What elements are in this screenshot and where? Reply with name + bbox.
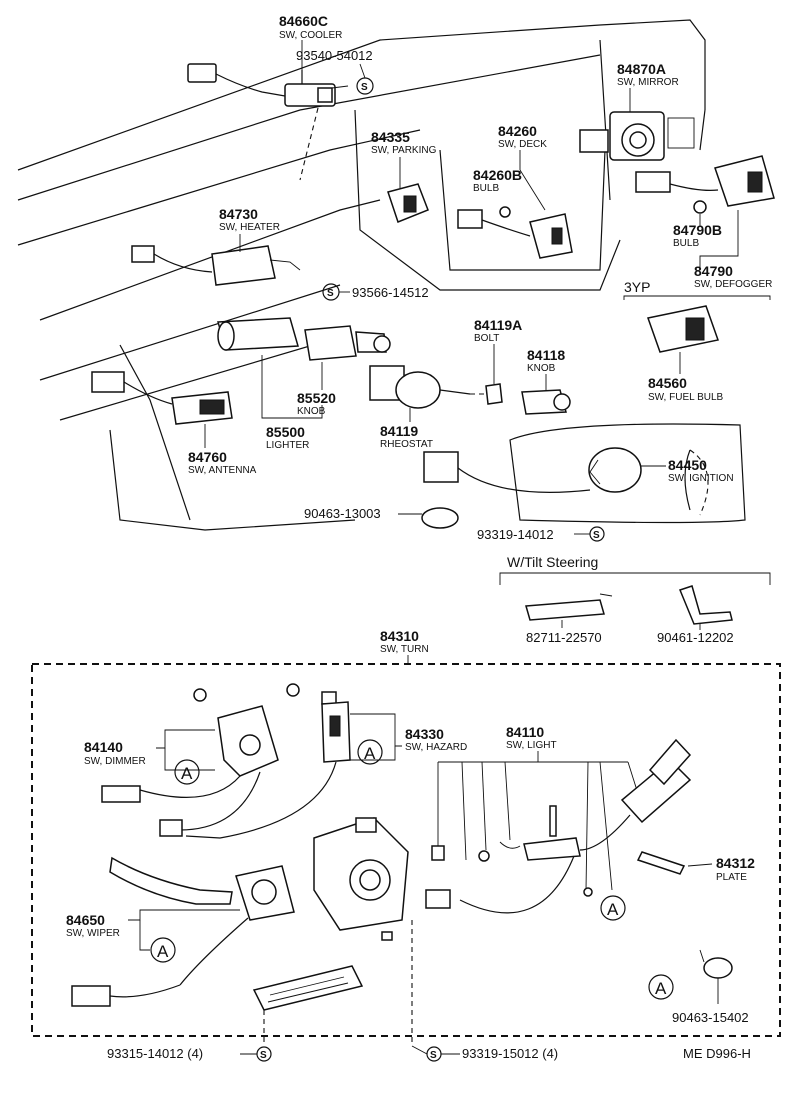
part-name-84119: RHEOSTAT [380, 439, 433, 450]
antenna-switch-part [91, 371, 233, 425]
light-switch-part [425, 738, 692, 914]
tilt-bracket-90461 [679, 585, 733, 625]
tilt-bracket-82711 [525, 593, 613, 621]
deck-switch-part [457, 206, 573, 259]
part-number-84118: 84118 [527, 347, 565, 363]
part-name-84560: SW, FUEL BULB [648, 392, 724, 403]
part-name-84330: SW, HAZARD [405, 742, 467, 753]
part-name-84650: SW, WIPER [66, 928, 120, 939]
part-number-84140: 84140 [84, 739, 123, 755]
circle-marker-a-light [600, 895, 626, 921]
part-number-84790b: 84790B [673, 222, 722, 238]
part-number-84760: 84760 [188, 449, 227, 465]
svg-text:S: S [430, 1050, 437, 1061]
parking-switch-part [387, 183, 429, 223]
svg-text:A: A [655, 979, 667, 998]
bolt-part [485, 383, 503, 405]
part-name-84450: SW, IGNITION [668, 473, 734, 484]
part-name-84260b: BULB [473, 183, 499, 194]
part-name-85520: KNOB [297, 406, 326, 417]
part-number-85520: 85520 [297, 390, 336, 406]
part-name-84119a: BOLT [474, 333, 499, 344]
part-number-93315-14012: 93315-14012 (4) [107, 1046, 203, 1061]
part-number-90463-15402: 90463-15402 [672, 1010, 749, 1025]
part-number-84260b: 84260B [473, 167, 522, 183]
part-number-84310: 84310 [380, 628, 419, 644]
part-number-84330: 84330 [405, 726, 444, 742]
part-number-84312: 84312 [716, 855, 755, 871]
part-number-84335: 84335 [371, 129, 410, 145]
part-name-84660c: SW, COOLER [279, 30, 342, 41]
svg-text:S: S [593, 530, 600, 541]
part-number-84119: 84119 [380, 423, 418, 439]
svg-text:A: A [364, 744, 376, 763]
part-name-84310: SW, TURN [380, 644, 429, 655]
part-name-84730: SW, HEATER [219, 222, 280, 233]
part-number-84560: 84560 [648, 375, 687, 391]
combination-switch-body [313, 817, 409, 941]
turn-switch-assembly-box [31, 663, 781, 1037]
part-number-93540-54012: 93540-54012 [296, 48, 373, 63]
screw-marker-93319-14012 [589, 526, 605, 542]
part-name-84790b: BULB [673, 238, 699, 249]
circle-marker-a-hazard [357, 739, 383, 765]
part-name-84140: SW, DIMMER [84, 756, 146, 767]
tilt-steering-label: W/Tilt Steering [507, 554, 598, 570]
part-name-84110: SW, LIGHT [506, 740, 557, 751]
svg-text:A: A [157, 942, 169, 961]
rheostat-part [369, 365, 471, 409]
svg-text:A: A [181, 764, 193, 783]
part-name-84312: PLATE [716, 872, 747, 883]
clamp-part-90463-13003 [421, 507, 459, 529]
dimmer-switch-part [101, 683, 300, 837]
part-number-93319-14012: 93319-14012 [477, 527, 554, 542]
fuel-bulb-switch-part [647, 305, 719, 353]
knob-part [521, 389, 571, 415]
part-name-84260: SW, DECK [498, 139, 547, 150]
lighter-part [217, 317, 391, 361]
part-name-85500: LIGHTER [266, 440, 309, 451]
svg-text:S: S [327, 288, 334, 299]
part-number-90461-12202: 90461-12202 [657, 630, 734, 645]
heater-switch-part [131, 245, 301, 286]
part-name-84760: SW, ANTENNA [188, 465, 257, 476]
part-number-93319-15012: 93319-15012 (4) [462, 1046, 558, 1061]
part-number-82711-22570: 82711-22570 [526, 630, 602, 645]
part-number-84730: 84730 [219, 206, 258, 222]
part-number-85500: 85500 [266, 424, 305, 440]
part-number-84119a: 84119A [474, 317, 522, 333]
part-name-84790: SW, DEFOGGER [694, 279, 772, 290]
part-number-84110: 84110 [506, 724, 544, 740]
svg-text:S: S [260, 1050, 267, 1061]
part-number-84650: 84650 [66, 912, 105, 928]
part-number-84790: 84790 [694, 263, 733, 279]
mirror-switch-part [579, 111, 695, 161]
part-name-84118: KNOB [527, 363, 556, 374]
part-number-84870a: 84870A [617, 61, 666, 77]
cooler-switch-part [187, 63, 349, 181]
circle-marker-a-dimmer [174, 759, 200, 785]
screw-marker-label: S [361, 82, 368, 93]
wiper-switch-part [71, 856, 295, 1007]
part-name-84870a: SW, MIRROR [617, 77, 679, 88]
part-number-84450: 84450 [668, 457, 707, 473]
screw-marker-93315 [256, 1046, 272, 1062]
clamp-part-90463-15402 [699, 949, 733, 979]
ignition-switch-part [423, 447, 642, 493]
diagram-code: ME D996-H [683, 1046, 751, 1061]
circle-marker-a-clamp [648, 974, 674, 1000]
part-name-84335: SW, PARKING [371, 145, 437, 156]
svg-text:A: A [607, 900, 619, 919]
instrument-panel-outline [17, 19, 746, 531]
circle-marker-a-wiper [150, 937, 176, 963]
plate-part [636, 851, 686, 875]
part-number-93566-14512: 93566-14512 [352, 285, 429, 300]
defogger-switch-part [635, 155, 775, 214]
part-number-90463-13003: 90463-13003 [304, 506, 381, 521]
variant-label-3yp: 3YP [624, 279, 650, 295]
connector-block-part [252, 965, 364, 1011]
part-number-84260: 84260 [498, 123, 537, 139]
part-number-84660c: 84660C [279, 13, 328, 29]
